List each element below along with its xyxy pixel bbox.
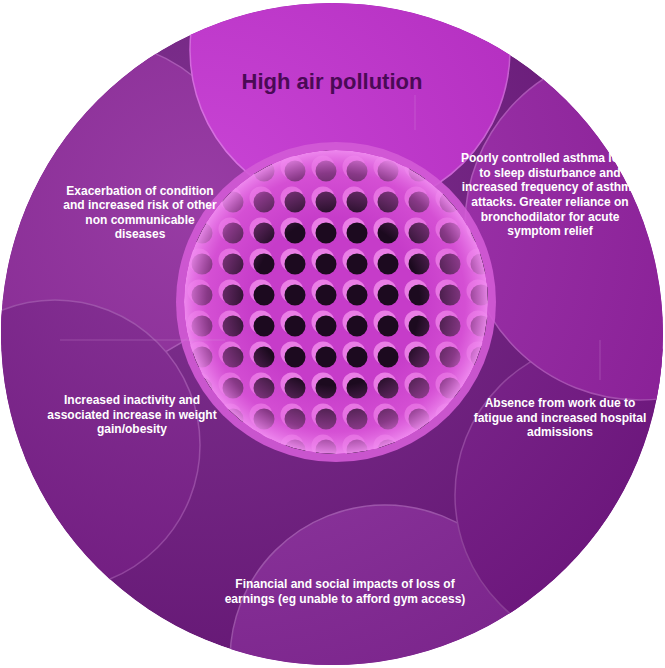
impact-text: Poorly controlled asthma leads to sleep …: [454, 151, 646, 239]
impact-petal: Financial and social impacts of loss of …: [220, 575, 470, 608]
heading-text: High air pollution: [241, 69, 423, 94]
impact-petal: Absence from work due to fatigue and inc…: [460, 394, 660, 442]
impact-text: Increased inactivity and associated incr…: [41, 393, 223, 437]
impact-text: Financial and social impacts of loss of …: [224, 577, 466, 606]
impact-petal: Poorly controlled asthma leads to sleep …: [450, 149, 650, 241]
impact-text: Exacerbation of condition and increased …: [62, 184, 219, 243]
impact-text: Absence from work due to fatigue and inc…: [464, 396, 656, 440]
impact-petal: Increased inactivity and associated incr…: [37, 391, 227, 439]
dotted-core: [176, 142, 496, 462]
impact-petal: Exacerbation of condition and increased …: [58, 182, 223, 245]
heading-petal: High air pollution: [237, 67, 427, 96]
